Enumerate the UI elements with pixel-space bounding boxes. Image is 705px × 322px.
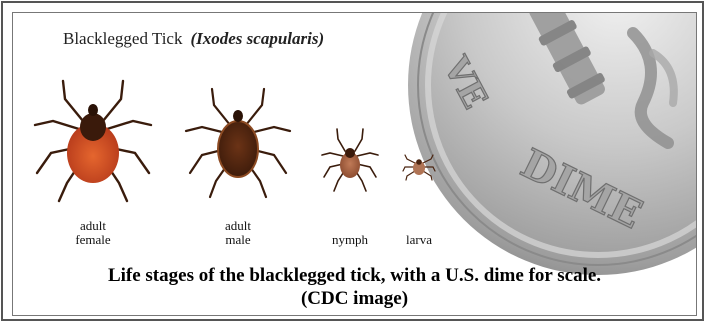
label-adult-male-line1: adult — [216, 219, 260, 233]
title-common-name: Blacklegged Tick — [63, 29, 182, 48]
tick-nymph — [322, 129, 378, 191]
label-adult-female-line1: adult — [71, 219, 115, 233]
dime-coin: DIME VE — [408, 13, 696, 275]
caption-line-1: Life stages of the blacklegged tick, wit… — [13, 265, 696, 287]
label-nymph-line1: nymph — [325, 233, 375, 247]
image-frame-inner: DIME VE — [12, 12, 697, 316]
tick-adult-female — [35, 81, 151, 201]
tick-larva — [403, 155, 435, 180]
illustration-title: Blacklegged Tick (Ixodes scapularis) — [63, 29, 324, 49]
label-larva-line1: larva — [398, 233, 440, 247]
label-larva: larva — [398, 233, 440, 247]
label-adult-male-line2: male — [216, 233, 260, 247]
label-nymph: nymph — [325, 233, 375, 247]
caption-line-2: (CDC image) — [13, 288, 696, 310]
label-adult-female-line2: female — [71, 233, 115, 247]
label-adult-male: adult male — [216, 219, 260, 247]
label-adult-female: adult female — [71, 219, 115, 247]
title-scientific-name: (Ixodes scapularis) — [190, 29, 324, 48]
tick-adult-male — [186, 89, 290, 197]
